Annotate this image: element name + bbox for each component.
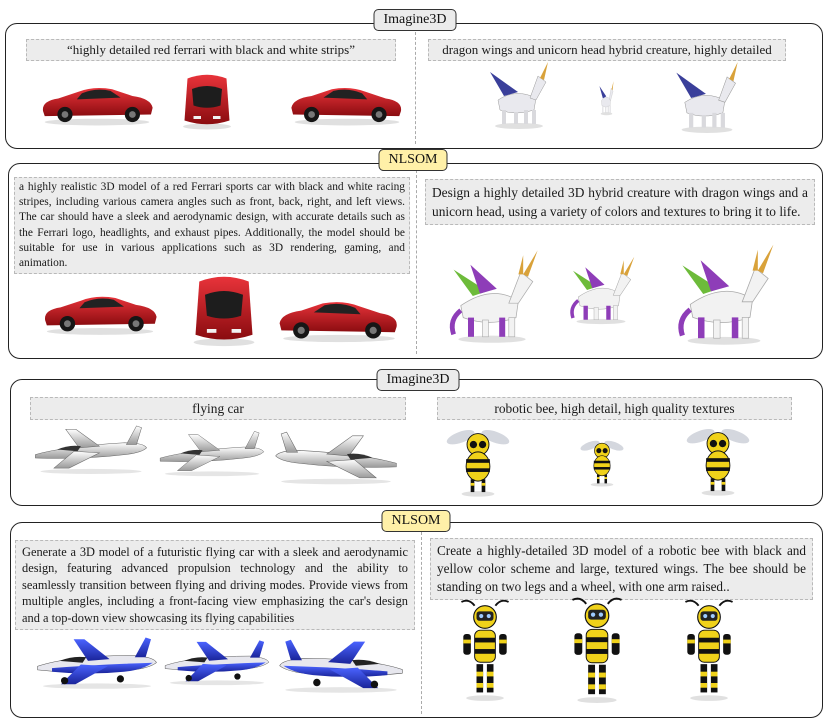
- robot-bee-render-1: [446, 424, 510, 498]
- pegasus-render-2: [598, 58, 632, 134]
- jet-render-1: [32, 416, 150, 478]
- robot-bee-render-2: [580, 424, 624, 500]
- nlsom-jet-render-2: [162, 622, 272, 698]
- pegasus-render-1: [484, 60, 554, 130]
- panel-1-tag: Imagine3D: [373, 9, 457, 31]
- pegasus-render-3: [668, 60, 746, 134]
- creature-render-1: [436, 248, 548, 344]
- nlsom-ferrari-render-2: [186, 272, 262, 348]
- creature-render-3: [666, 242, 782, 346]
- panel-3-tag: Imagine3D: [376, 369, 460, 391]
- nlsom-robot-bee-render-1: [452, 596, 518, 704]
- nlsom-ferrari-render-1: [40, 282, 160, 338]
- panel-3-left-prompt: flying car: [30, 397, 406, 420]
- panel-2-divider: [416, 170, 417, 354]
- panel-3-right-prompt: robotic bee, high detail, high quality t…: [437, 397, 792, 420]
- nlsom-robot-bee-render-2: [560, 596, 634, 704]
- ferrari-render-3: [288, 75, 406, 127]
- nlsom-robot-bee-render-3: [676, 596, 742, 704]
- panel-2-right-prompt: Design a highly detailed 3D hybrid creat…: [425, 179, 815, 225]
- panel-2-left-prompt: a highly realistic 3D model of a red Fer…: [14, 177, 410, 275]
- panel-4-left-prompt: Generate a 3D model of a futuristic flyi…: [15, 540, 415, 631]
- ferrari-render-2: [177, 66, 237, 136]
- robot-bee-render-3: [686, 420, 750, 500]
- panel-4-right-prompt: Create a highly-detailed 3D model of a r…: [430, 538, 813, 600]
- jet-render-3: [272, 420, 400, 490]
- jet-render-2: [157, 422, 267, 480]
- panel-1-divider: [415, 32, 416, 144]
- ferrari-render-1: [38, 75, 156, 127]
- panel-2-tag: NLSOM: [378, 149, 448, 171]
- panel-4-tag: NLSOM: [381, 510, 451, 532]
- panel-1-right-prompt: dragon wings and unicorn head hybrid cre…: [428, 39, 786, 61]
- nlsom-jet-render-1: [34, 626, 160, 694]
- nlsom-jet-render-3: [276, 628, 406, 698]
- panel-1-left-prompt: “highly detailed red ferrari with black …: [26, 39, 396, 61]
- creature-render-2: [566, 232, 636, 348]
- nlsom-ferrari-render-3: [276, 288, 402, 344]
- panel-4-divider: [421, 532, 422, 714]
